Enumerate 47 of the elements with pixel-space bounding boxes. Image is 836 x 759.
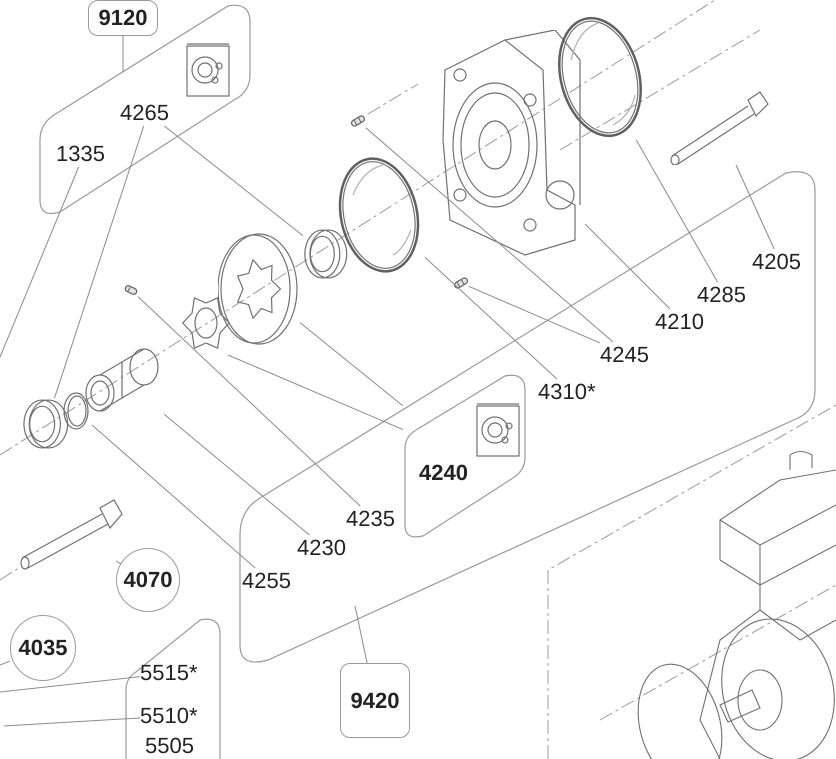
callout-number: 4205 bbox=[752, 249, 808, 275]
leader-line bbox=[584, 224, 670, 310]
key-pin-drawing bbox=[124, 283, 138, 297]
pin-drawing bbox=[453, 275, 469, 291]
bolt-drawing bbox=[668, 90, 770, 165]
callout-number: 4245 bbox=[600, 342, 656, 368]
bolt-drawing bbox=[18, 498, 123, 570]
leader-line bbox=[228, 354, 404, 430]
callout-number: 4070 bbox=[124, 567, 172, 593]
callout-number: 4035 bbox=[18, 635, 68, 661]
leader-line bbox=[116, 560, 124, 566]
callout-number: 4310* bbox=[538, 379, 604, 405]
callout-number: 5510* bbox=[140, 703, 206, 729]
leader-line bbox=[54, 126, 144, 398]
callout-number: 4285 bbox=[697, 282, 753, 308]
callout-number: 4235 bbox=[346, 506, 402, 532]
gerotor-ring-drawing bbox=[218, 232, 300, 347]
callout-number: 4210 bbox=[655, 309, 711, 335]
callout-number: 5505 bbox=[145, 733, 201, 759]
leader-line bbox=[0, 676, 140, 692]
leader-line bbox=[0, 660, 10, 666]
callout-box bbox=[88, 0, 158, 36]
leader-line bbox=[468, 286, 600, 344]
callout-number: 4230 bbox=[297, 535, 353, 561]
callout-number: 9120 bbox=[98, 5, 148, 31]
leader-line bbox=[92, 424, 256, 568]
callout-number: 5515* bbox=[140, 660, 206, 686]
callout-number: 9420 bbox=[350, 688, 400, 714]
leader-line bbox=[138, 296, 361, 506]
leader-line bbox=[164, 414, 310, 536]
leader-line bbox=[636, 140, 718, 282]
leader-line bbox=[366, 127, 614, 342]
callout-box bbox=[340, 663, 410, 738]
leader-line bbox=[354, 606, 368, 664]
callout-number: 1335 bbox=[56, 141, 112, 167]
seal-ring-drawing bbox=[303, 228, 349, 280]
leader-line bbox=[122, 36, 124, 72]
callout-number: 4265 bbox=[120, 100, 176, 126]
leader-line bbox=[0, 166, 80, 358]
leader-line bbox=[424, 256, 558, 380]
leader-line bbox=[4, 717, 140, 726]
leader-line bbox=[164, 126, 304, 236]
callout-number: 4255 bbox=[242, 568, 298, 594]
callout-number: 4240 bbox=[419, 460, 468, 485]
leader-line bbox=[736, 164, 775, 250]
seal-ring-drawing bbox=[22, 398, 70, 450]
leader-line bbox=[300, 322, 404, 406]
